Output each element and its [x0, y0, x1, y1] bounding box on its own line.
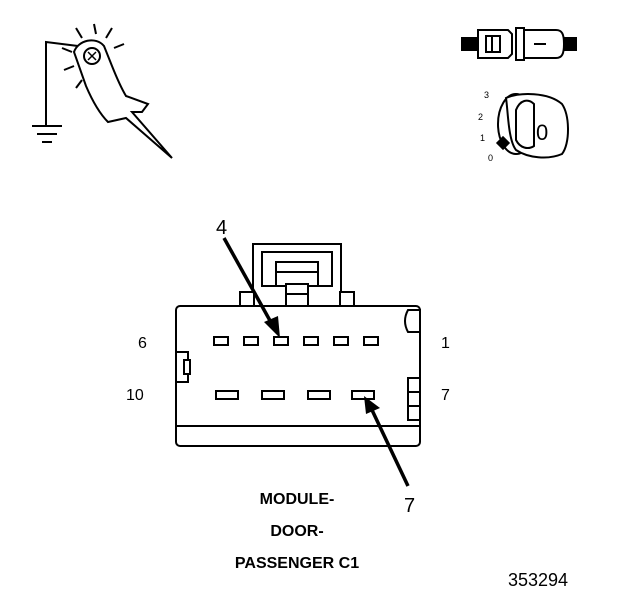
pin-label-top-right: 1	[441, 335, 450, 352]
cavity-3	[303, 336, 319, 346]
connector-name-line-2: DOOR-	[270, 523, 323, 540]
terminal-cavities	[213, 336, 379, 400]
key-position-label: 0	[536, 120, 548, 145]
connector-disconnect-icon	[461, 27, 577, 61]
cavity-9	[261, 390, 285, 400]
ignition-position-3: 3	[484, 90, 489, 100]
connector-name-line-1: MODULE-	[260, 491, 335, 508]
pin-label-top-left: 6	[138, 335, 147, 352]
ignition-position-2: 2	[478, 112, 483, 122]
ground-probe-icon	[32, 23, 173, 159]
callout-upper: 4	[216, 217, 227, 239]
cavity-8	[307, 390, 331, 400]
cavity-6	[213, 336, 229, 346]
ignition-key-icon: 3 2 1 0 0	[478, 90, 569, 163]
connector-name-line-3: PASSENGER C1	[235, 555, 359, 572]
connector-body	[175, 243, 421, 447]
cavity-7	[351, 390, 375, 400]
ignition-position-1: 1	[480, 133, 485, 143]
figure-number: 353294	[508, 570, 568, 590]
callout-lower: 7	[404, 495, 415, 517]
ignition-position-0: 0	[488, 153, 493, 163]
cavity-5	[243, 336, 259, 346]
cavity-2	[333, 336, 349, 346]
cavity-10	[215, 390, 239, 400]
cavity-4	[273, 336, 289, 346]
cavity-1	[363, 336, 379, 346]
pin-label-bottom-right: 7	[441, 387, 450, 404]
callout-arrows	[222, 237, 410, 487]
pin-label-bottom-left: 10	[126, 387, 144, 404]
